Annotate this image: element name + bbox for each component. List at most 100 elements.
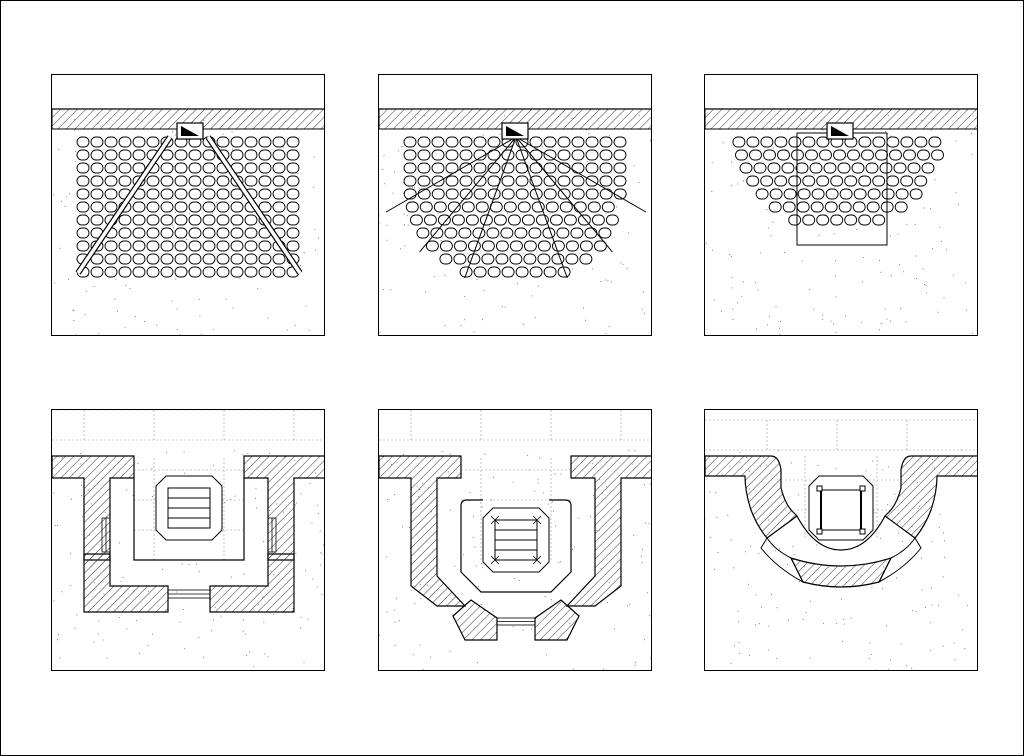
roof-tile — [405, 201, 419, 213]
roof-tile — [286, 175, 300, 187]
roof-tile — [459, 188, 473, 200]
roof-tile — [839, 188, 853, 200]
roof-tile — [132, 201, 146, 213]
roof-tile — [571, 149, 585, 161]
roof-tile — [160, 188, 174, 200]
roof-tile — [417, 149, 431, 161]
roof-tile — [146, 136, 160, 148]
roof-tile — [852, 201, 866, 213]
roof-tile — [453, 240, 467, 252]
roof-tile — [244, 136, 258, 148]
roof-tile — [118, 175, 132, 187]
roof-tile — [146, 240, 160, 252]
roof-tile — [451, 214, 465, 226]
roof-tile — [509, 253, 523, 265]
roof-tile — [805, 149, 818, 161]
roof-tile — [749, 149, 762, 161]
roof-tile — [565, 240, 579, 252]
roof-tile — [403, 149, 417, 161]
roof-tile — [475, 201, 489, 213]
roof-tile — [889, 149, 902, 161]
roof-tile — [809, 162, 823, 174]
roof-tile — [188, 201, 202, 213]
roof-tile — [453, 253, 467, 265]
roof-tile — [118, 266, 132, 278]
roof-tile — [543, 175, 557, 187]
roof-tile — [571, 162, 585, 174]
roof-tile — [781, 162, 795, 174]
roof-vent-icon — [826, 122, 854, 140]
roof-tile — [760, 136, 774, 148]
bay-corner-hatch-right — [534, 599, 580, 641]
roof-tile — [258, 162, 272, 174]
roof-tile — [160, 175, 174, 187]
ground-stipple — [705, 115, 977, 335]
roof-tile — [517, 201, 531, 213]
roof-tile — [472, 227, 486, 239]
roof-tile — [286, 188, 300, 200]
roof-tile — [230, 214, 244, 226]
roof-tile — [521, 214, 535, 226]
roof-tile — [272, 188, 286, 200]
roof-tile — [473, 162, 487, 174]
roof-tile — [132, 162, 146, 174]
roof-tile — [146, 227, 160, 239]
hip-ridge — [515, 136, 647, 213]
roof-tile — [501, 188, 515, 200]
roof-tile — [886, 175, 900, 187]
roof-tile — [543, 266, 557, 278]
roof-tile — [216, 201, 230, 213]
roof-tile — [258, 266, 272, 278]
roof-tile — [894, 201, 908, 213]
roof-tile — [537, 253, 551, 265]
roof-tile — [76, 136, 90, 148]
roof-tile — [188, 227, 202, 239]
roof-tile — [495, 240, 509, 252]
roof-tile — [447, 201, 461, 213]
roof-tile — [893, 162, 907, 174]
roof-tile — [202, 253, 216, 265]
roof-tile — [599, 175, 613, 187]
roof-tile — [858, 175, 872, 187]
roof-tile — [816, 175, 830, 187]
roof-tile — [486, 227, 500, 239]
hip-ridge — [385, 136, 517, 213]
roof-tile — [258, 201, 272, 213]
roof-tile — [445, 149, 459, 161]
roof-tile — [244, 162, 258, 174]
roof-tile — [515, 266, 529, 278]
roof-tile — [500, 227, 514, 239]
bay-inner-outline — [796, 515, 886, 551]
roof-tile — [459, 136, 473, 148]
roof-tile — [788, 175, 802, 187]
roof-tile — [613, 162, 627, 174]
bow-wall-hatch-front — [789, 556, 893, 588]
roof-tile — [202, 214, 216, 226]
roof-tile — [445, 162, 459, 174]
roof-tile — [599, 136, 613, 148]
roof-tile — [188, 240, 202, 252]
roof-tile — [914, 175, 928, 187]
roof-tile — [844, 214, 858, 226]
roof-tile — [230, 266, 244, 278]
roof-tile — [523, 240, 537, 252]
roof-tile — [90, 136, 104, 148]
roof-tile — [174, 201, 188, 213]
roof-tile — [735, 149, 748, 161]
roof-tile — [174, 253, 188, 265]
roof-tile — [188, 253, 202, 265]
roof-tile — [286, 162, 300, 174]
roof-tile — [118, 253, 132, 265]
roof-tile — [286, 240, 300, 252]
roof-tile — [542, 227, 556, 239]
roof-tile — [76, 175, 90, 187]
roof-tile — [465, 214, 479, 226]
roof-tile — [515, 149, 529, 161]
roof-tile — [473, 149, 487, 161]
roof-tile — [244, 227, 258, 239]
roof-tile — [579, 253, 593, 265]
roof-tile — [531, 201, 545, 213]
roof-tile — [403, 162, 417, 174]
roof-tile — [529, 136, 543, 148]
roof-tile — [549, 214, 563, 226]
